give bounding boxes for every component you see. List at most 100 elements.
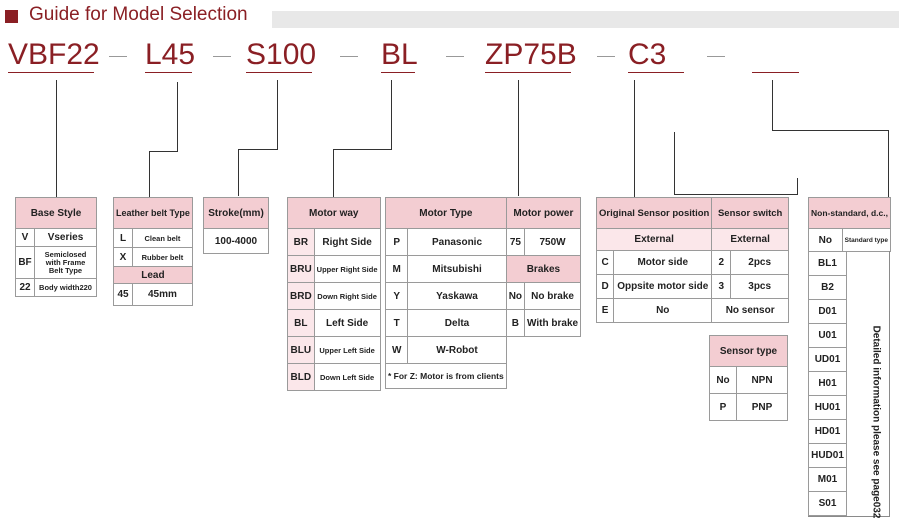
motor-way-code: BL — [287, 309, 315, 337]
sensor-type-value: PNP — [736, 393, 788, 421]
sensor-switch-value: 2pcs — [730, 250, 789, 275]
brake-value: With brake — [524, 309, 582, 337]
motor-type-code: W — [384, 336, 409, 364]
sensor-type-header: Sensor type — [709, 335, 788, 367]
code-sensor: C3 — [628, 38, 667, 71]
brake-code: No — [505, 282, 526, 310]
code-belt: L45 — [145, 38, 196, 71]
sensor-switch-value: 3pcs — [730, 274, 789, 299]
motor-type-code: M — [384, 255, 409, 283]
sensor-type-code: No — [709, 366, 737, 394]
connector-line — [238, 149, 239, 196]
non-standard-item: HUD01 — [808, 443, 847, 468]
motor-type-value: Mitsubishi — [407, 255, 507, 283]
non-standard-frame — [808, 251, 890, 517]
lead-code: 45 — [113, 283, 133, 306]
non-standard-item: HU01 — [808, 395, 847, 420]
motor-way-code: BLU — [287, 336, 315, 364]
code-stroke: S100 — [246, 38, 317, 71]
motor-way-code: BRU — [287, 255, 315, 283]
non-standard-item: H01 — [808, 371, 847, 396]
sensor-type-value: NPN — [736, 366, 788, 394]
stroke-header: Stroke(mm) — [203, 197, 269, 229]
sensor-type-code: P — [709, 393, 737, 421]
code-dash — [446, 56, 464, 57]
connector-line — [238, 149, 278, 150]
empty-cell — [506, 337, 580, 389]
stroke-table: Stroke(mm) 100-4000 — [203, 197, 269, 254]
header-bar — [272, 11, 899, 28]
code-underline — [381, 72, 415, 73]
sensor-position-value: Oppsite motor side — [613, 274, 713, 299]
brake-value: No brake — [524, 282, 582, 310]
motor-type-table: Motor Type Motor power P Panasonic 75 75… — [384, 197, 582, 389]
lead-header: Lead — [113, 266, 193, 284]
motor-type-code: Y — [384, 282, 409, 310]
code-dash — [707, 56, 725, 57]
leather-belt-header: Leather belt Type — [113, 197, 193, 229]
sensor-position-value: Motor side — [613, 250, 713, 275]
base-style-value-line: with Frame — [45, 257, 86, 267]
code-dash — [597, 56, 615, 57]
sensor-position-code: E — [595, 298, 615, 323]
brake-code: B — [505, 309, 526, 337]
sensor-switch-code: 2 — [711, 250, 732, 275]
sensor-position-header: Original Sensor position — [595, 197, 713, 229]
non-standard-item: S01 — [808, 491, 847, 516]
non-standard-item: B2 — [808, 275, 847, 300]
non-standard-header: Non-standard, d.c., — [808, 197, 891, 229]
code-dash — [109, 56, 127, 57]
connector-line — [518, 80, 519, 196]
connector-line — [797, 178, 798, 195]
non-standard-code: No — [808, 228, 843, 252]
motor-type-value: Panasonic — [407, 228, 507, 256]
code-dash — [213, 56, 231, 57]
belt-type-subheader: Belt Type — [48, 265, 83, 275]
base-style-code: V — [15, 228, 35, 247]
motor-way-value: Upper Right Side — [313, 255, 381, 283]
non-standard-item: BL1 — [808, 251, 847, 276]
code-base: VBF22 — [8, 38, 100, 71]
code-underline — [485, 72, 571, 73]
connector-line — [772, 130, 889, 131]
motor-way-value: Left Side — [313, 309, 381, 337]
motor-way-header: Motor way — [287, 197, 381, 229]
non-standard-item: UD01 — [808, 347, 847, 372]
no-sensor-value: No sensor — [711, 298, 789, 323]
belt-value: Rubber belt — [132, 247, 193, 267]
connector-line — [333, 149, 392, 150]
motor-type-value: Yaskawa — [407, 282, 507, 310]
motor-way-code: BR — [287, 228, 315, 256]
connector-line — [277, 80, 278, 150]
non-standard-item: U01 — [808, 323, 847, 348]
connector-line — [149, 151, 150, 197]
base-style-value-line: Semiclosed — [44, 249, 87, 259]
motor-way-value: Down Right Side — [313, 282, 381, 310]
motor-type-code: P — [384, 228, 409, 256]
code-underline — [628, 72, 684, 73]
sensor-position-code: D — [595, 274, 615, 299]
brakes-header: Brakes — [505, 255, 582, 283]
base-style-value: Vseries — [34, 228, 97, 247]
code-motor-way: BL — [381, 38, 418, 71]
connector-line — [391, 80, 392, 150]
sensor-switch-sub: External — [711, 228, 789, 251]
code-underline — [8, 72, 94, 73]
non-standard-item: HD01 — [808, 419, 847, 444]
belt-value: Clean belt — [132, 228, 193, 248]
sensor-position-code: C — [595, 250, 615, 275]
base-style-code: 22 — [15, 278, 35, 297]
connector-line — [634, 80, 635, 197]
non-standard-item: M01 — [808, 467, 847, 492]
base-style-value: Body width220 — [34, 278, 97, 297]
code-underline — [246, 72, 312, 73]
motor-way-value: Down Left Side — [313, 363, 381, 391]
motor-way-value: Right Side — [313, 228, 381, 256]
motor-type-header: Motor Type — [385, 197, 507, 229]
sensor-switch-header: Sensor switch — [711, 197, 789, 229]
stroke-value: 100-4000 — [203, 228, 269, 254]
sensor-position-sub: External — [595, 228, 713, 251]
